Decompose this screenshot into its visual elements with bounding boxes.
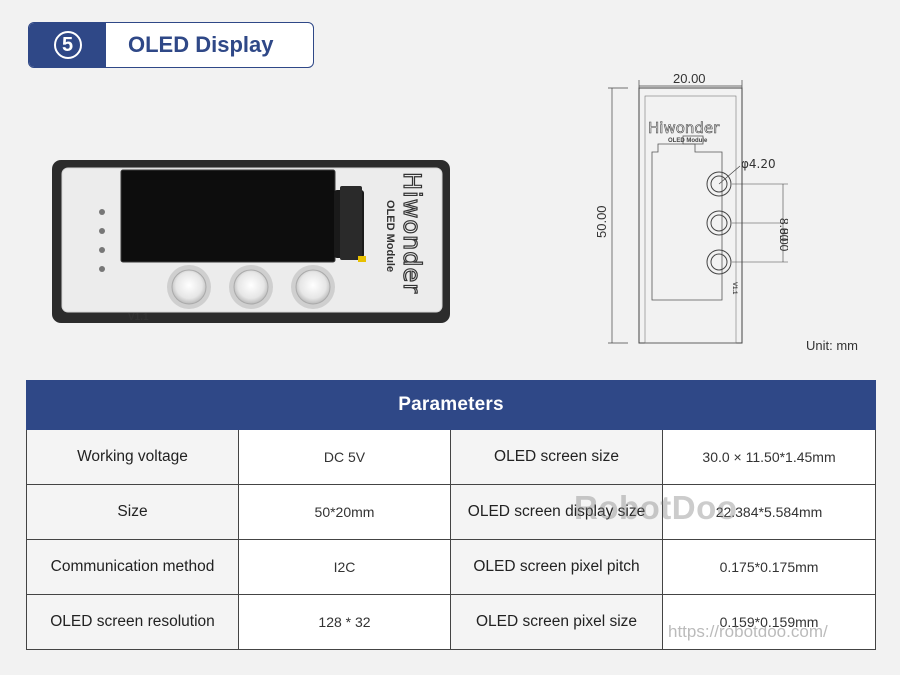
hole-spacing-label-2: 8.00 bbox=[777, 228, 788, 252]
param-value: 128 * 32 bbox=[238, 594, 451, 650]
module-version-text: V1.1 bbox=[128, 312, 149, 323]
param-value: 0.159*0.159mm bbox=[661, 594, 877, 650]
hole-spacing-label-1: 8.00 bbox=[777, 218, 788, 242]
push-button-1 bbox=[167, 265, 211, 309]
param-value: 22.384*5.584mm bbox=[661, 484, 877, 540]
hole-3 bbox=[706, 249, 732, 275]
push-button-2 bbox=[229, 265, 273, 309]
param-label: OLED screen display size bbox=[450, 484, 663, 540]
param-label: OLED screen pixel size bbox=[450, 594, 663, 650]
param-value: DC 5V bbox=[238, 429, 451, 485]
section-title: OLED Display bbox=[128, 32, 274, 57]
width-dimension-label: 20.00 bbox=[673, 71, 706, 86]
table-row: OLED screen resolution 128 * 32 OLED scr… bbox=[26, 594, 877, 650]
hole-diameter-label: φ4.20 bbox=[741, 157, 776, 171]
module-subtitle-text: OLED Module bbox=[384, 200, 396, 272]
hole-1 bbox=[706, 171, 732, 197]
param-label: OLED screen resolution bbox=[26, 594, 239, 650]
param-value: 0.175*0.175mm bbox=[661, 539, 877, 595]
param-value: 50*20mm bbox=[238, 484, 451, 540]
section-number-badge: 5 bbox=[29, 23, 106, 67]
push-button-3 bbox=[291, 265, 335, 309]
param-label: Size bbox=[26, 484, 239, 540]
table-row: Communication method I2C OLED screen pix… bbox=[26, 539, 877, 595]
drawing-brand-text: Hiwonder bbox=[648, 119, 720, 137]
module-brand-text: Hiwonder bbox=[398, 172, 426, 294]
pin-4 bbox=[99, 266, 105, 272]
pin-2 bbox=[99, 228, 105, 234]
param-label: OLED screen size bbox=[450, 429, 663, 485]
drawing-subtitle-text: OLED Module bbox=[668, 138, 708, 144]
pin-3 bbox=[99, 247, 105, 253]
table-row: Size 50*20mm OLED screen display size 22… bbox=[26, 484, 877, 540]
param-value: I2C bbox=[238, 539, 451, 595]
drawing-version-text: V1.1 bbox=[731, 282, 737, 295]
section-header: 5 OLED Display bbox=[28, 22, 314, 68]
param-label: Working voltage bbox=[26, 429, 239, 485]
param-label: Communication method bbox=[26, 539, 239, 595]
parameters-table: Parameters Working voltage DC 5V OLED sc… bbox=[25, 380, 877, 650]
height-dimension-label: 50.00 bbox=[594, 205, 609, 238]
oled-screen bbox=[121, 170, 335, 262]
param-value: 30.0 × 11.50*1.45mm bbox=[661, 429, 877, 485]
table-row: Working voltage DC 5V OLED screen size 3… bbox=[26, 429, 877, 485]
unit-label: Unit: mm bbox=[806, 338, 858, 353]
pin-1 bbox=[99, 209, 105, 215]
param-label: OLED screen pixel pitch bbox=[450, 539, 663, 595]
section-number: 5 bbox=[53, 31, 82, 59]
oled-module-photo: Hiwonder OLED Module V1.1 bbox=[52, 160, 450, 323]
dimension-drawing: 20.00 50.00 φ4.20 8.00 8.00 Hiwonder OLE… bbox=[594, 71, 788, 344]
hole-2 bbox=[706, 210, 732, 236]
table-title: Parameters bbox=[25, 380, 877, 430]
